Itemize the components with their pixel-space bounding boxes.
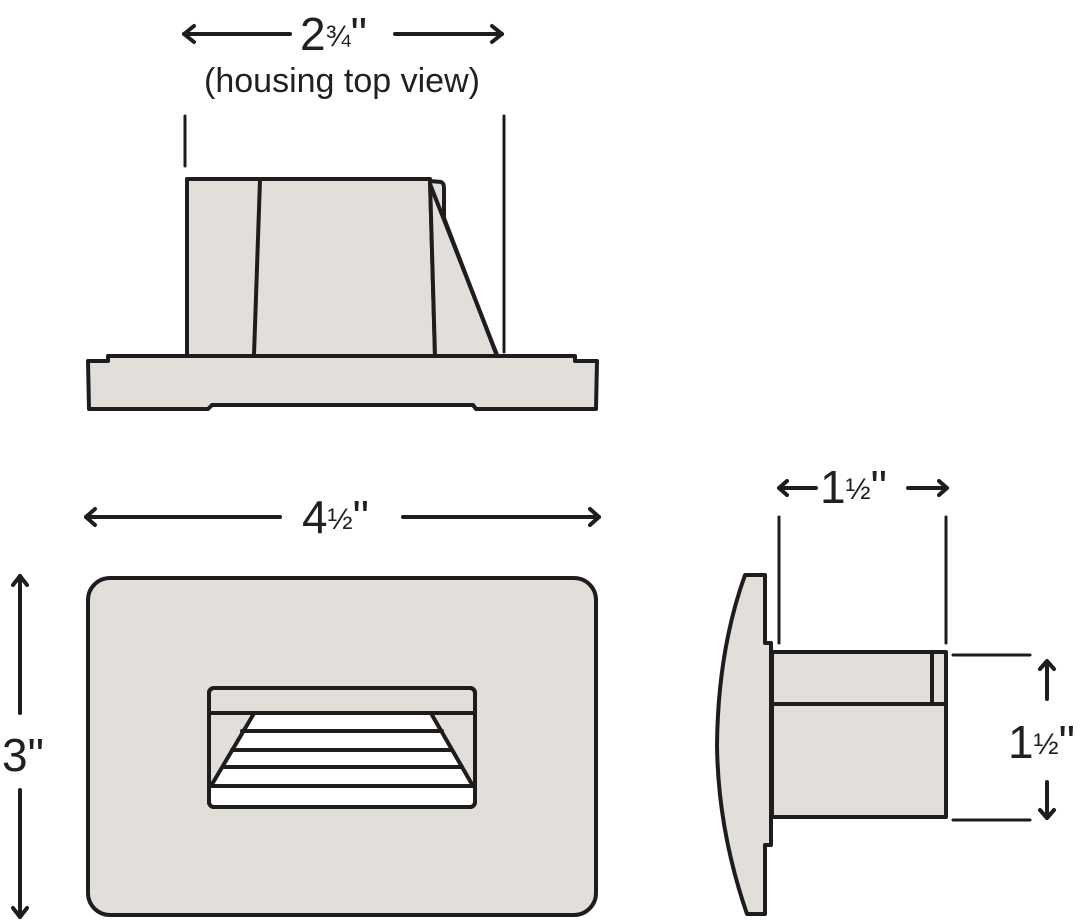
- housing-top-view: 2¾" (housing top view): [86, 8, 599, 411]
- faceplate-side-profile: [86, 354, 599, 411]
- faceplate-side-profile: [715, 573, 773, 916]
- arrowhead-up-icon: [11, 574, 29, 587]
- arrowhead-left-icon: [84, 507, 97, 527]
- arrowhead-right-icon: [490, 24, 504, 44]
- housing-width-dimension: 2¾": [182, 8, 504, 60]
- arrowhead-right-icon: [588, 507, 601, 527]
- housing-width-label: 2¾": [300, 8, 367, 60]
- side-view: 1½" 1½": [715, 461, 1075, 916]
- arrowhead-down-icon: [1038, 808, 1056, 820]
- front-view: 4½" 3": [2, 491, 601, 919]
- louver-frame-outline: [207, 686, 477, 809]
- arrowhead-up-icon: [1038, 659, 1056, 671]
- front-width-label: 4½": [302, 491, 369, 543]
- arrowhead-down-icon: [11, 906, 29, 919]
- front-width-dimension: 4½": [84, 491, 601, 543]
- housing-top-view-caption: (housing top view): [204, 62, 480, 100]
- arrowhead-right-icon: [937, 479, 949, 497]
- side-height-dimension: 1½": [951, 653, 1075, 822]
- side-height-label: 1½": [1008, 716, 1075, 768]
- side-depth-dimension: 1½": [777, 461, 949, 513]
- housing-side: [770, 650, 948, 819]
- side-depth-label: 1½": [820, 461, 887, 513]
- housing-seam: [252, 178, 262, 357]
- lens: [211, 715, 473, 805]
- front-height-dimension: 3": [2, 574, 44, 919]
- louver-window: [207, 686, 477, 809]
- housing-body: [185, 177, 437, 358]
- arrowhead-left-icon: [777, 479, 789, 497]
- arrowhead-left-icon: [182, 24, 196, 44]
- front-height-label: 3": [2, 729, 44, 781]
- bracket-edge: [428, 182, 499, 357]
